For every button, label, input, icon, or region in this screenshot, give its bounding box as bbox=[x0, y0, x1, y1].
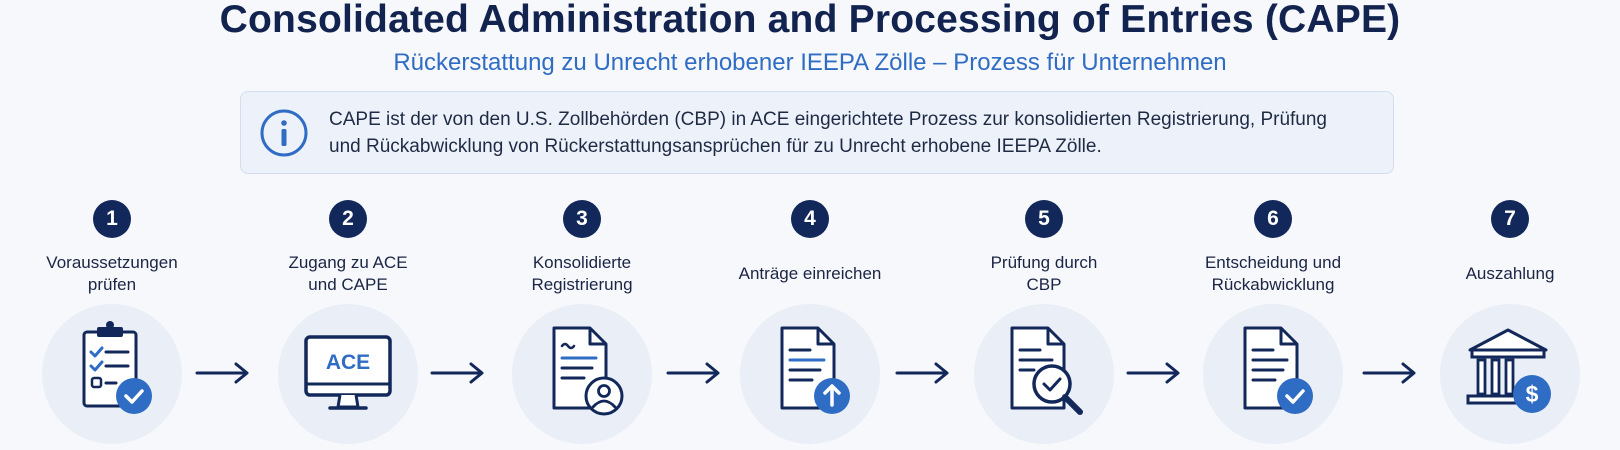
arrow-right-icon bbox=[1362, 362, 1416, 384]
step-icon-circle bbox=[740, 304, 880, 444]
step-label-line1: Konsolidierte bbox=[532, 253, 632, 272]
arrow-right-icon bbox=[666, 362, 720, 384]
step-4: 4 Anträge einreichen bbox=[720, 200, 900, 450]
step-number: 6 bbox=[1254, 200, 1292, 238]
step-2: 2 Zugang zu ACE und CAPE ACE bbox=[258, 200, 438, 450]
step-number: 4 bbox=[791, 200, 829, 238]
arrow-right-icon bbox=[195, 362, 249, 384]
info-line-2: und Rückabwicklung von Rückerstattungsan… bbox=[329, 136, 1102, 157]
step-1: 1 Voraussetzungen prüfen bbox=[22, 200, 202, 450]
arrow-right-icon bbox=[895, 362, 949, 384]
step-label-line2: Rückabwicklung bbox=[1211, 275, 1335, 294]
info-text: CAPE ist der von den U.S. Zollbehörden (… bbox=[329, 106, 1379, 160]
step-label-line1: Zugang zu ACE bbox=[288, 253, 408, 272]
document-user-icon bbox=[552, 326, 624, 416]
step-number: 3 bbox=[563, 200, 601, 238]
info-icon bbox=[260, 109, 308, 157]
step-label: Zugang zu ACE und CAPE bbox=[258, 246, 438, 302]
ace-monitor-icon: ACE bbox=[304, 335, 392, 410]
page-title: Consolidated Administration and Processi… bbox=[219, 0, 1401, 41]
info-box: CAPE ist der von den U.S. Zollbehörden (… bbox=[240, 91, 1394, 174]
dollar-sign: $ bbox=[1526, 381, 1539, 407]
step-label-line1: Prüfung durch bbox=[990, 253, 1098, 272]
step-label-line1: Anträge einreichen bbox=[738, 264, 882, 283]
step-icon-circle bbox=[1203, 304, 1343, 444]
ace-text: ACE bbox=[326, 351, 370, 374]
document-magnifier-icon bbox=[1010, 326, 1083, 415]
step-label-line1: Voraussetzungen bbox=[46, 253, 178, 272]
step-number: 1 bbox=[93, 200, 131, 238]
step-icon-circle bbox=[974, 304, 1114, 444]
checklist-clipboard-icon bbox=[82, 321, 152, 414]
step-number: 2 bbox=[329, 200, 367, 238]
bank-dollar-icon: $ bbox=[1466, 328, 1551, 413]
arrow-right-icon bbox=[1126, 362, 1180, 384]
step-label-line2: prüfen bbox=[87, 275, 137, 294]
step-icon-circle: ACE bbox=[278, 304, 418, 444]
document-upload-icon bbox=[780, 326, 850, 414]
step-label: Auszahlung bbox=[1420, 246, 1600, 302]
step-icon-circle bbox=[512, 304, 652, 444]
step-label: Voraussetzungen prüfen bbox=[22, 246, 202, 302]
step-label-line1: Entscheidung und bbox=[1204, 253, 1342, 272]
step-icon-circle: $ bbox=[1440, 304, 1580, 444]
step-label-line2: und CAPE bbox=[308, 275, 388, 294]
arrow-right-icon bbox=[430, 362, 484, 384]
step-label: Anträge einreichen bbox=[720, 246, 900, 302]
info-line-1: CAPE ist der von den U.S. Zollbehörden (… bbox=[329, 109, 1327, 130]
step-label-line1: Auszahlung bbox=[1465, 264, 1555, 283]
step-number: 7 bbox=[1491, 200, 1529, 238]
step-7: 7 Auszahlung $ bbox=[1420, 200, 1600, 450]
document-check-icon bbox=[1243, 326, 1313, 414]
step-icon-circle bbox=[42, 304, 182, 444]
step-number: 5 bbox=[1025, 200, 1063, 238]
page-subtitle: Rückerstattung zu Unrecht erhobener IEEP… bbox=[393, 49, 1227, 76]
step-label-line2: CBP bbox=[1026, 275, 1062, 294]
step-label-line2: Registrierung bbox=[531, 275, 633, 294]
